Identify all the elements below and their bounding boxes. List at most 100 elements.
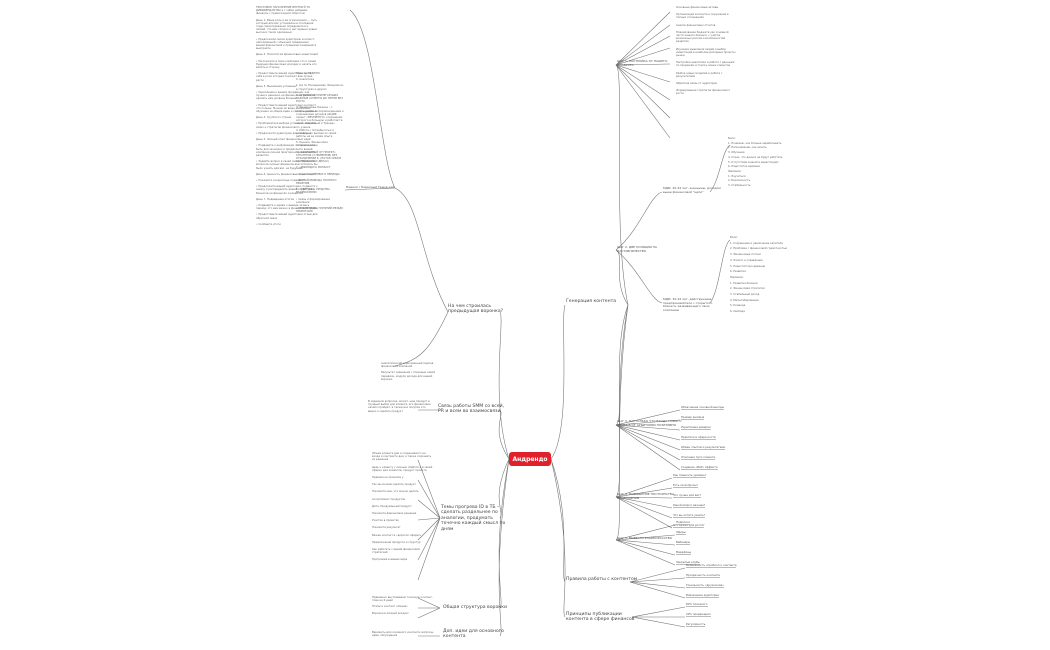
note-audience-women: Боли:1. Понимаю, как больше зарабатывать… <box>728 137 790 189</box>
note-text: Обратная связь от аудитории <box>676 82 717 86</box>
leaf-item[interactable]: Эфиры <box>676 530 686 536</box>
note-text: • Подведите к информации что можно это б… <box>256 144 315 157</box>
leaf-item[interactable]: Обмен опытом и результатами <box>681 445 726 451</box>
connector <box>615 496 673 519</box>
note-text: 2. Финансовая стратегия <box>730 287 765 291</box>
note-text: План на НЕДЕЛЮ <box>296 72 320 75</box>
branch-label: Связь работы SMM со всей, <box>438 404 505 409</box>
leaf-item[interactable]: Есть ли вопросы? <box>673 483 698 489</box>
branch-smm-pr-link[interactable]: Связь работы SMM со всей, PR и всем во в… <box>438 404 504 415</box>
leaf-item[interactable]: Что лучше для вас? <box>673 493 701 499</box>
branch-content-generation[interactable]: Генерация контента <box>566 299 616 304</box>
note-text: Покажите финансовое решение <box>372 512 417 516</box>
connector <box>349 9 396 189</box>
subnode-step-3[interactable]: ШАГ 3. НАСТОЛЬКО ЧТО ВХОДА НОВОГО СЛОГА … <box>617 419 681 427</box>
connector <box>344 187 396 191</box>
subnode-label: СЛОГА В ОТ АУДИТОРИИ ПОЗИТИВНО <box>617 422 677 427</box>
note-text: 4. Работа с потребностью и доходом, до в… <box>296 128 337 139</box>
note-text: 1. Научиться <box>728 174 746 178</box>
branch-extra-ideas[interactable]: Доп. идеи для основного контента <box>443 629 504 640</box>
connector <box>615 191 663 251</box>
note-text: Программа в вашем мире <box>372 558 408 562</box>
note-text: Так мы можем сделать продукт <box>372 483 416 487</box>
leaf-item[interactable]: Описание пути клиента <box>681 455 715 461</box>
subnode-audience-entrepreneurs[interactable]: МДМ. 30-44 лет, действующие предпринимат… <box>663 297 712 312</box>
note-day-plan: ТЕКСТОВОЕ НАПОЛНЕНИЕ ВНУТРИ Й ТО ДИВИДЕН… <box>256 6 318 229</box>
connector <box>498 311 510 460</box>
note-text: Покажите мне, что можно делать <box>372 490 419 494</box>
connector <box>550 304 566 460</box>
note-text: Изучение мышления людей и выбор инвестиц… <box>676 47 736 58</box>
branch-warmup-topics[interactable]: Темы прогрева ID в ТБ – сделать раздельн… <box>441 505 505 532</box>
branch-publishing-principles[interactable]: Принципы публикации контента в сфере фин… <box>566 612 634 623</box>
leaf-item[interactable]: Объяснение основной выгоды <box>681 405 725 411</box>
leaf-item[interactable]: Тональность «дружеская» <box>686 583 724 589</box>
branch-previous-funnel[interactable]: На чем строилась предыдущая воронка? <box>448 304 503 315</box>
note-text: • Подведите к идеям о выводе за весь пер… <box>256 203 317 211</box>
leaf-item[interactable]: Практика в сфере роста <box>681 435 716 441</box>
leaf-item[interactable]: Укрепление доверия <box>681 425 711 431</box>
note-text: Объем клиента дни и сохраняемого на вход… <box>372 452 432 462</box>
subnode-step-2[interactable]: ШАГ 2. ДВЕ ПОЗИЦИИ НА НАСТАВНИЧЕСТВО <box>617 245 657 253</box>
branch-label: Общая структура воронки <box>443 605 508 610</box>
connector <box>615 424 681 461</box>
branch-label: Доп. идеи для основного <box>443 629 504 634</box>
note-text: Организация контента и окружения в полны… <box>676 13 729 20</box>
subnode-weekly-trend[interactable]: Недели / Неделный Тренд-кей <box>346 185 394 190</box>
leaf-item[interactable]: Подписки <box>676 520 690 526</box>
leaf-item[interactable]: Создание «ВАУ» эффекта <box>681 465 718 471</box>
subnode-step-1[interactable]: ШАГ 1. НАСТРОЙКА ОТ НАШЕГО ПРОДУКТА <box>617 59 667 67</box>
connector <box>394 187 449 313</box>
connector <box>615 496 673 509</box>
central-node[interactable]: Андрендо <box>509 452 551 466</box>
subnode-label: ШАГ 5. ВЫВЕСТИ ВЗАИМОРАССТВО <box>617 536 673 540</box>
leaf-item[interactable]: Регулярность <box>686 622 706 628</box>
leaf-item[interactable]: Закрытые клубы <box>676 560 700 566</box>
leaf-item[interactable]: Пример анализа <box>681 415 705 421</box>
note-text: 4. Страх, что деньги не будут работать <box>728 155 783 159</box>
connector <box>394 311 449 367</box>
leaf-item[interactable]: Вовлечение аудитории <box>686 593 719 599</box>
note-text: День 2. Психология финансовых инвестиций <box>256 53 318 57</box>
leaf-item[interactable]: 80% полезного <box>686 602 708 608</box>
leaf-item[interactable]: Прозрачность контента <box>686 573 720 579</box>
connector <box>417 499 441 519</box>
note-text: В заданном вопросах, может, наш продукт … <box>368 400 431 413</box>
note-text: 8. «СВЕТОЧИ» СРЕДСТВА ВЗАИМОСВЯЗИ <box>296 188 330 195</box>
note-text: День 5. Личный опыт финансовых идей <box>256 138 311 142</box>
note-text: 6. Свобода <box>730 310 745 314</box>
leaf-item[interactable]: Какой вопрос важнее? <box>673 503 706 509</box>
note-text: День 4. Группа по стране <box>256 116 292 120</box>
leaf-item[interactable]: Марафоны <box>676 550 692 556</box>
note-text: 5. Оценка, Финансовое сопровождение <box>296 141 328 148</box>
subnode-label: МДМ. 30-44 лет, действующие <box>663 297 712 301</box>
leaf-item[interactable]: Как повысить уровень? <box>673 473 707 479</box>
leaf-item[interactable]: Вебинары <box>676 540 691 546</box>
branch-content-rules[interactable]: Правила работы с контентом <box>566 577 637 582</box>
note-text: • Укрепление к вашим продавцам, как лучш… <box>256 91 315 101</box>
note-previous-funnel: Аналитический зарисованный период финанс… <box>381 362 437 384</box>
note-text: • Расскажите в свою компанию это и своем… <box>256 59 317 70</box>
branch-label: дням <box>441 526 454 532</box>
subnode-audience-women[interactable]: МДМ. 30-44 лет, женщины, доходом выше фи… <box>663 186 721 194</box>
connector <box>629 581 686 589</box>
connector <box>709 144 731 193</box>
subnode-step-5[interactable]: ШАГ 5. ВЫВЕСТИ ВЗАИМОРАССТВО <box>617 536 673 541</box>
subnode-step-4[interactable]: ШАГ 4. ПОВЫШЕНИЕ ПОСТОЯНСТВА ВЗАИМОВНИМ <box>617 492 674 500</box>
connector <box>631 616 686 628</box>
branch-label: контента <box>443 634 466 640</box>
connector <box>615 487 673 498</box>
branch-funnel-structure[interactable]: Общая структура воронки <box>443 605 507 610</box>
leaf-item[interactable]: 20% продающего <box>686 612 711 618</box>
note-text: Как работать с вашей финансовой стратеги… <box>372 548 420 555</box>
leaf-item[interactable]: Возможность «пробного» контента <box>686 563 737 569</box>
note-text: Важен контакт в «дорогих сферах» <box>372 533 422 537</box>
note-text: Предложение продукта и структур <box>372 540 421 544</box>
branch-label: точечно каждый смысл по <box>441 521 506 527</box>
subnode-label: МДМ. 30-44 лет, женщины, доходом <box>663 186 721 190</box>
leaf-item[interactable]: Что вы хотите узнать? <box>673 513 706 519</box>
note-text: 5. Недостаточно времени <box>730 264 766 268</box>
connector <box>709 239 731 304</box>
note-text: Варианты для основного контента: вопросы… <box>372 631 434 638</box>
note-text: Правила на прошлом у <box>372 476 404 480</box>
